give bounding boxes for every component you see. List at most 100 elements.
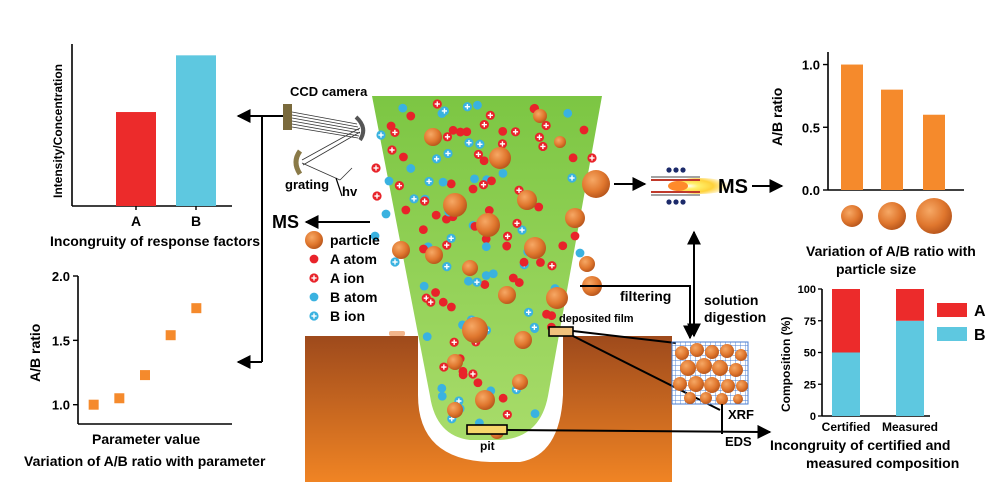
a-atom	[418, 225, 428, 234]
chart2-y-tick-label: 1.5	[52, 333, 70, 348]
chart4-legend-swatch-B	[937, 327, 967, 341]
chart4-y-tick-label: 100	[798, 284, 816, 296]
particle	[425, 246, 443, 264]
chart4-y-tick-label: 0	[810, 411, 816, 423]
chart2-y-tick-label: 2.0	[52, 269, 70, 284]
b-atom	[488, 269, 498, 279]
ms-right-label: MS	[718, 176, 748, 198]
particle	[498, 286, 516, 304]
chart2-y-tick-label: 1.0	[52, 398, 70, 413]
a-atom	[508, 273, 518, 283]
light-rays	[291, 111, 361, 181]
particle	[554, 136, 566, 148]
legend-label-a_atom: A atom	[330, 251, 377, 267]
chart1-x-tick-label: B	[191, 213, 201, 229]
filtered-particle	[684, 392, 696, 404]
a-atom	[473, 378, 483, 388]
chart1-y-label: Intensity/Concentration	[51, 64, 65, 198]
particle	[424, 128, 442, 146]
ratio-vs-parameter-chart: A/B ratio Parameter value Variation of A…	[24, 269, 266, 469]
a-atom	[455, 127, 465, 137]
grating-icon	[293, 149, 303, 176]
a-atom	[498, 393, 508, 403]
particle	[462, 260, 478, 276]
a-atom	[484, 206, 494, 215]
response-caption: Incongruity of response factors	[50, 233, 260, 249]
chart3-y-tick-label: 0.5	[802, 120, 820, 135]
b-atom	[384, 176, 394, 186]
chart4-y-tick-label: 25	[804, 379, 816, 391]
filtered-particle	[696, 358, 712, 374]
xrf-label: XRF	[728, 407, 754, 422]
legend-label-b_atom: B atom	[330, 289, 377, 305]
chart3-particle-small	[841, 205, 863, 227]
ratio-vs-size-chart: A/B ratio Variation of A/B ratio with pa…	[769, 52, 976, 277]
chart3-bar-large	[923, 114, 945, 190]
b-atom	[575, 248, 585, 258]
a-atom	[558, 241, 568, 251]
a-atom	[446, 302, 456, 312]
a-atom	[309, 254, 319, 264]
filtered-particle	[705, 345, 719, 359]
a-atom	[536, 258, 545, 267]
particle	[512, 374, 528, 390]
chart4-x-tick-label: Measured	[882, 420, 938, 434]
chart3-y-tick-label: 1.0	[802, 58, 820, 73]
chart2-point	[114, 393, 125, 404]
a-atom	[446, 179, 456, 189]
pit-to-eds-line	[506, 424, 772, 439]
particle	[305, 231, 323, 249]
composition-caption-2: measured composition	[806, 455, 959, 471]
filtered-particle	[733, 394, 743, 404]
filtered-particle	[675, 346, 689, 360]
filtered-particle	[690, 343, 704, 357]
b-atom	[563, 108, 573, 118]
pit-label: pit	[480, 439, 495, 453]
size-caption-1: Variation of A/B ratio with	[806, 243, 976, 259]
filtered-particle	[729, 363, 743, 377]
chart4-legend-swatch-A	[937, 303, 967, 317]
eds-label: EDS	[725, 434, 752, 449]
mirror-icon	[354, 115, 366, 142]
a-atom	[487, 176, 496, 186]
filtered-particle	[712, 360, 728, 376]
filtered-particle	[735, 349, 747, 361]
a-atom	[498, 126, 508, 136]
legend-label-particle: particle	[330, 232, 380, 248]
chart2-y-label: A/B ratio	[27, 324, 43, 382]
filtered-particles	[673, 343, 748, 405]
composition-caption-1: Incongruity of certified and	[770, 437, 950, 453]
b-atom	[370, 231, 380, 241]
chart4-legend-label-B: B	[974, 327, 986, 344]
b-atom	[481, 242, 491, 252]
particle	[514, 331, 532, 349]
filtered-particle	[721, 379, 735, 393]
particle	[546, 287, 568, 309]
ccd-camera-label: CCD camera	[290, 84, 368, 99]
a-atom	[399, 152, 408, 162]
chart3-y-label: A/B ratio	[769, 88, 785, 146]
particle	[447, 402, 463, 418]
a-atom	[401, 205, 411, 215]
a-atom	[468, 184, 478, 194]
chart4-legend-label-A: A	[974, 303, 986, 320]
chart2-point	[88, 399, 99, 410]
chart4-bar-Certified-B	[832, 352, 860, 416]
chart1-bar-A	[116, 112, 156, 206]
sample-block	[305, 336, 672, 482]
b-atom	[464, 276, 473, 286]
b-atom	[381, 209, 391, 219]
chart2-point	[165, 330, 176, 341]
a-atom	[514, 278, 524, 287]
chart4-bar-Certified-A	[832, 289, 860, 353]
a-atom	[442, 214, 451, 224]
b-atom	[406, 164, 416, 173]
b-atom	[530, 409, 540, 419]
a-atom	[406, 111, 416, 121]
chart3-y-tick-label: 0.0	[802, 183, 820, 198]
particle	[476, 213, 500, 237]
a-atom	[448, 125, 458, 135]
filtered-particle	[736, 380, 748, 392]
b-atom	[481, 271, 491, 280]
b-atom	[438, 177, 448, 187]
